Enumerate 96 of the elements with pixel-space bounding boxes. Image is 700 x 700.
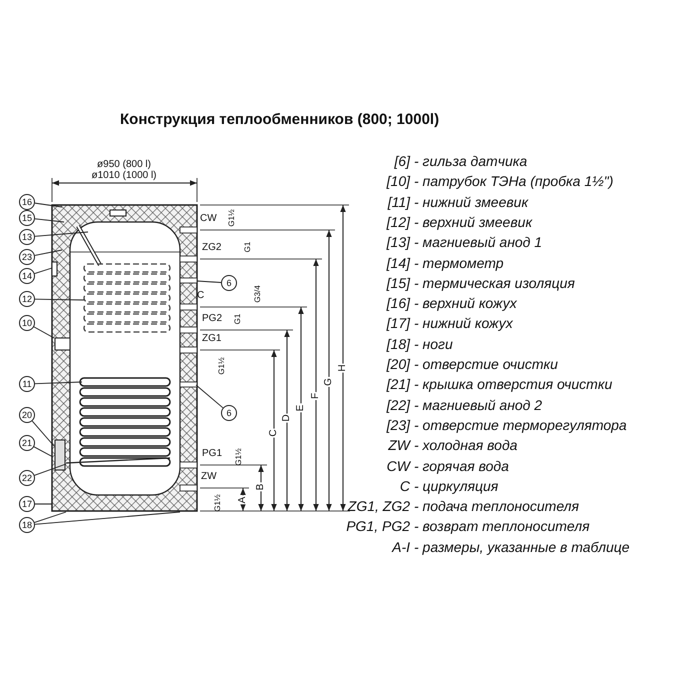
legend-description: - возврат теплоносителя [414,519,590,534]
callout-number: 21 [19,435,35,451]
port-label: CW [200,214,217,224]
legend-code: [16] [386,296,410,310]
dimension-text: ø1010 (1000 l) [91,171,157,181]
legend-description: - магниевый анод 2 [414,398,542,412]
legend-code: [10] [386,174,410,188]
callout-number: 22 [19,470,35,486]
legend-description: - холодная вода [414,438,518,452]
legend-code: [11] [388,194,410,209]
leader-line [34,268,52,274]
leader-line [34,218,64,222]
callout-number: 10 [19,315,35,331]
dimension-letter: C [269,428,279,438]
callout-number: 16 [19,194,35,210]
legend-code: [18] [386,336,410,351]
legend-code: [15] [386,276,410,290]
legend-code: [13] [386,235,410,250]
legend-description: - термическая изоляция [414,276,575,290]
port-label: ZW [201,472,217,482]
leader-line [34,512,180,525]
legend-code: [14] [386,256,410,270]
dimension-text: ø950 (800 l) [97,160,151,170]
thread-size-label: G1½ [218,357,226,375]
callout-number: 6 [221,275,237,291]
port-label: C [197,291,204,301]
leader-line [32,420,54,446]
legend-description: - верхний змеевик [414,214,532,229]
callout-number: 15 [19,210,35,226]
leader-line [34,202,62,208]
legend-description: - отверстие терморегулятора [414,418,627,432]
dimension-letter: H [338,363,348,373]
legend-description: - магниевый анод 1 [414,235,542,250]
dimension-letter: G [324,377,334,387]
legend-description: - патрубок ТЭНа (пробка 1½") [414,174,614,188]
dimension-letter: E [296,404,306,412]
callout-number: 12 [19,291,35,307]
dimension-letter: A [238,496,248,504]
leader-line [34,446,54,458]
callout-number: 23 [19,249,35,265]
legend-code: ZG1, ZG2 [348,499,410,514]
legend-description: - циркуляция [414,478,498,493]
legend-description: - термометр [414,256,504,270]
legend-description: - верхний кожух [414,296,517,310]
dimension-letter: B [256,482,266,492]
legend-code: [17] [386,316,410,330]
legend-code: A-I [392,540,410,554]
legend-description: - отверстие очистки [414,357,558,371]
legend-code: [12] [386,214,410,229]
dimension-letter: F [311,392,321,400]
leader-line [34,464,66,476]
legend-code: CW [386,458,410,472]
thread-size-label: G1½ [214,494,222,512]
thread-size-label: G1 [244,242,252,252]
port-label: ZG1 [202,334,222,344]
legend-description: - подача теплоносителя [414,499,580,514]
callout-number: 11 [19,376,35,392]
leader-line [34,232,88,237]
thread-size-label: G1½ [235,448,243,466]
legend-code: [6] [394,154,410,168]
callout-number: 13 [19,229,35,245]
leader-line [34,298,84,300]
legend-description: - крышка отверстия очистки [414,377,612,392]
legend-code: [23] [386,418,410,432]
leader-line [34,250,62,256]
legend-code: [20] [386,357,410,371]
port-label: PG1 [202,449,222,459]
dimension-letter: D [282,413,292,423]
port-label: ZG2 [202,243,222,253]
title: Конструкция теплообменников (800; 1000l) [120,110,440,130]
leader-line [34,512,66,523]
thread-size-label: G1½ [228,209,236,227]
leader-line [196,384,224,408]
water-heater-drawing [51,204,198,512]
legend-code: PG1, PG2 [346,519,410,534]
legend-description: - нижний змеевик [414,194,528,209]
legend-code: C [400,478,410,493]
legend-code: ZW [388,438,410,452]
thread-size-label: G1 [234,314,242,324]
thread-size-label: G3/4 [254,285,262,303]
legend-description: - размеры, указанные в таблице [414,540,630,554]
callout-number: 17 [19,496,35,512]
legend-description: - горячая вода [414,458,509,472]
callout-number: 14 [19,268,35,284]
callout-number: 20 [19,407,35,423]
leader-line [196,280,222,283]
legend-description: - гильза датчика [414,154,528,168]
legend-code: [21] [386,377,410,392]
legend-code: [22] [386,398,410,412]
leader-line [34,382,82,384]
callout-number: 6 [221,405,237,421]
legend-description: - нижний кожух [414,316,513,330]
leader-line [34,326,54,338]
legend-description: - ноги [414,336,453,351]
port-label: PG2 [202,314,222,324]
callout-number: 18 [19,517,35,533]
